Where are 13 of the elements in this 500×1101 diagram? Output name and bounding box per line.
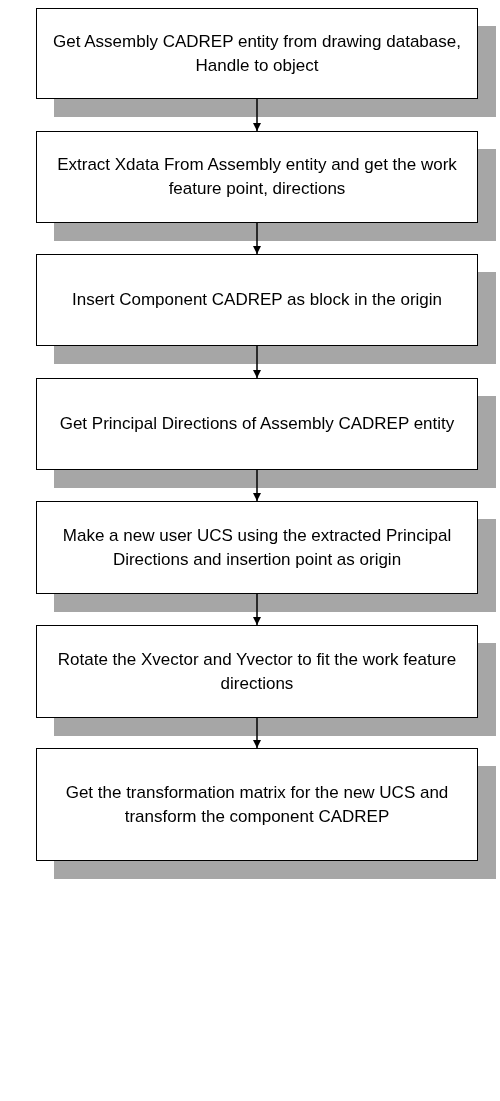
step-text: Get Principal Directions of Assembly CADREP entity [59,413,455,436]
step-text: Insert Component CADREP as block in the origin [71,289,443,312]
step-text: Rotate the Xvector and Yvector to fit the work feature directions [56,648,458,695]
arrow [253,717,261,749]
arrow [253,469,261,502]
step-text: Extract Xdata From Assembly entity and get the work feature point, directions [56,154,458,200]
arrow [253,222,261,255]
arrow [253,98,261,132]
arrow [253,345,261,379]
step-text: Get Assembly CADREP entity from drawing database, Handle to object [52,30,462,77]
step-text: Make a new user UCS using the extracted Principal Directions and insertion point as origin [61,524,453,571]
arrow [253,593,261,626]
step-text: Get the transformation matrix for the new UCS and transform the component CADREP [64,781,450,828]
